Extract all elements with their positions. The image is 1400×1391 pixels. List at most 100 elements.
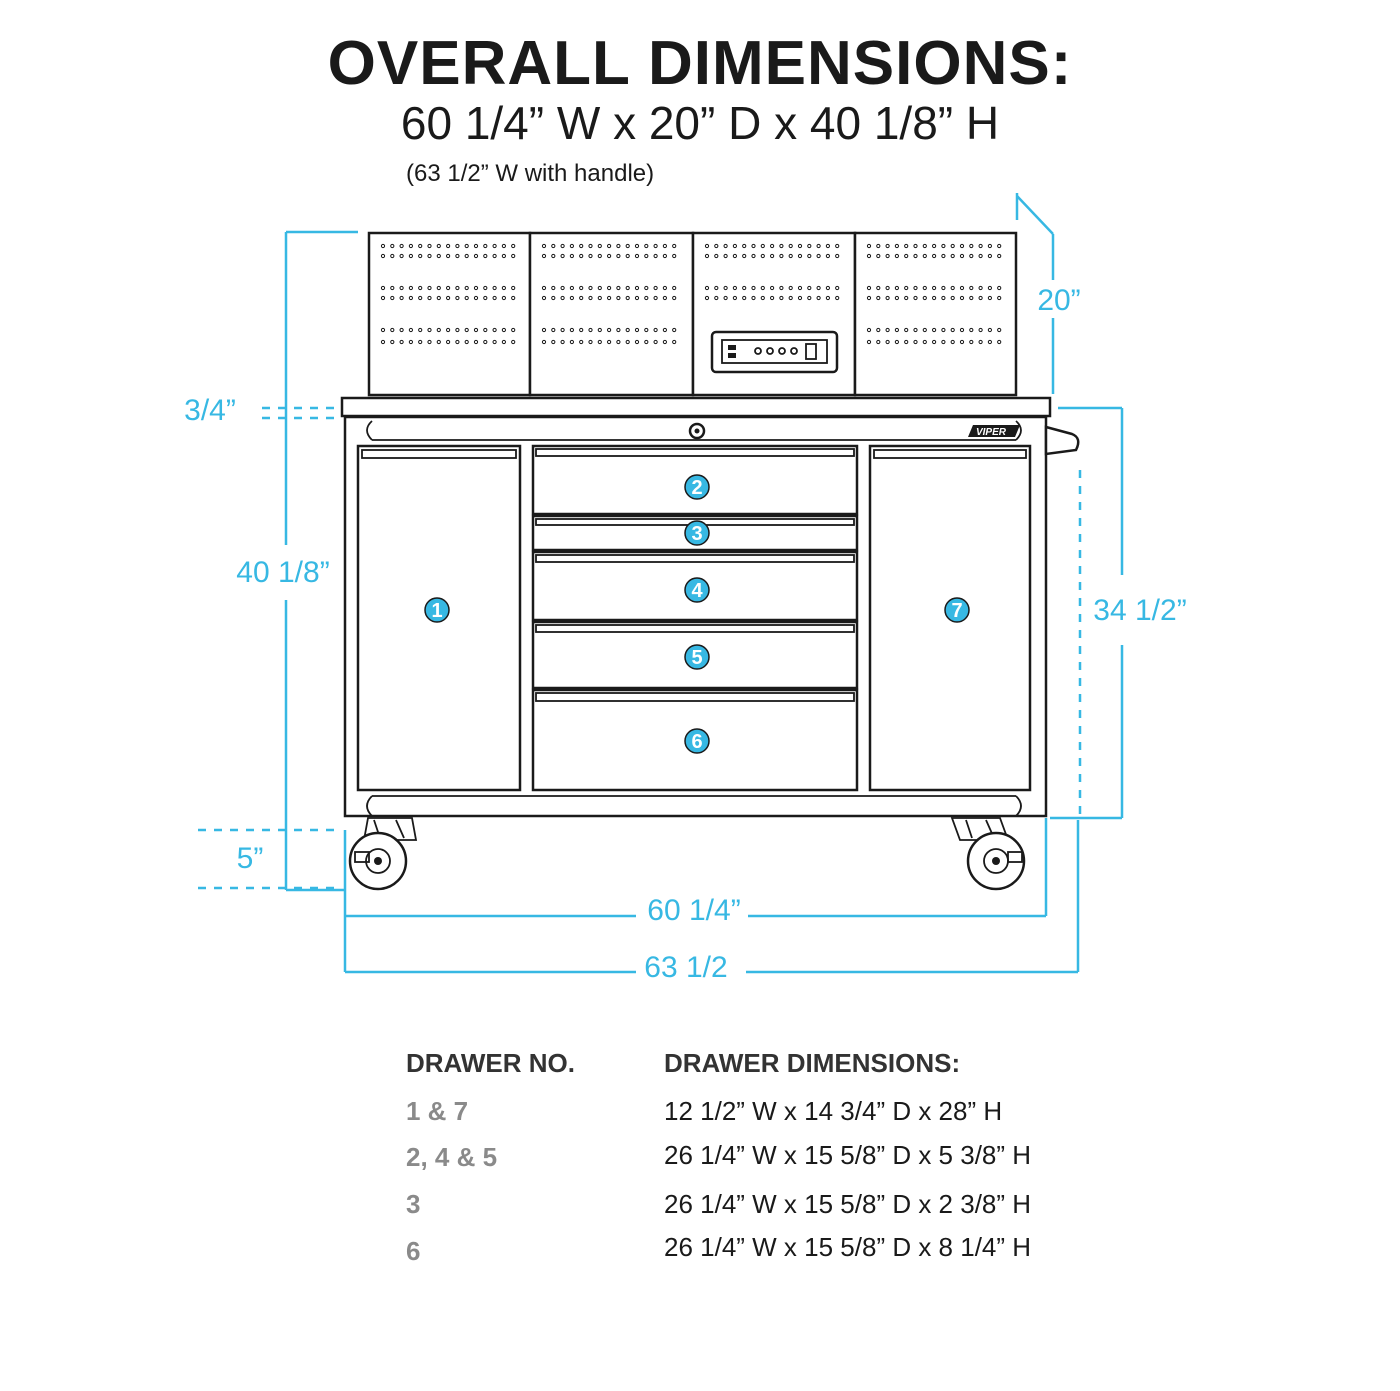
pegboard-hole bbox=[913, 327, 918, 333]
pegboard-hole bbox=[997, 285, 1002, 291]
table-row-dims: 26 1/4” W x 15 5/8” D x 2 3/8” H bbox=[664, 1189, 1032, 1219]
pegboard-hole bbox=[634, 253, 640, 259]
pegboard-hole bbox=[788, 295, 793, 301]
pegboard-hole bbox=[579, 339, 584, 345]
pegboard-hole bbox=[732, 285, 738, 291]
pegboard-hole bbox=[922, 253, 927, 259]
pegboard-hole bbox=[672, 285, 677, 291]
pegboard-hole bbox=[560, 285, 565, 291]
pegboard-hole bbox=[501, 327, 506, 333]
pegboard-hole bbox=[816, 295, 821, 301]
pegboard-hole bbox=[704, 295, 710, 301]
pegboard-hole bbox=[835, 285, 840, 291]
pegboard-panel bbox=[528, 231, 695, 397]
pegboard-hole bbox=[894, 339, 900, 345]
pegboard-hole bbox=[913, 253, 918, 259]
pegboard-hole bbox=[751, 243, 756, 249]
pegboard-hole bbox=[662, 285, 668, 291]
pegboard-hole bbox=[455, 327, 460, 333]
pegboard-hole bbox=[913, 295, 918, 301]
pegboard-hole bbox=[455, 243, 460, 249]
pegboard-hole bbox=[969, 253, 974, 259]
pegboard-hole bbox=[950, 285, 955, 291]
pegboard-hole bbox=[511, 295, 516, 301]
pegboard-hole bbox=[959, 253, 965, 259]
pegboard-hole bbox=[446, 285, 451, 291]
pegboard-holes bbox=[380, 243, 1002, 345]
svg-text:3: 3 bbox=[691, 523, 702, 545]
pegboard-hole bbox=[866, 243, 872, 249]
pegboard-hole bbox=[634, 327, 640, 333]
pegboard-hole bbox=[597, 339, 602, 345]
pegboard-hole bbox=[644, 295, 649, 301]
table-row-dims: 26 1/4” W x 15 5/8” D x 8 1/4” H bbox=[664, 1232, 1032, 1262]
pegboard-hole bbox=[644, 243, 649, 249]
pegboard-hole bbox=[672, 243, 677, 249]
pegboard-hole bbox=[894, 243, 900, 249]
pegboard-hole bbox=[607, 253, 612, 259]
pegboard-hole bbox=[662, 243, 668, 249]
pegboard-hole bbox=[779, 253, 784, 259]
table-row-dims: 26 1/4” W x 15 5/8” D x 5 3/8” H bbox=[664, 1140, 1032, 1170]
pegboard-hole bbox=[380, 253, 386, 259]
dim-caster-height: 5” bbox=[198, 828, 340, 890]
pegboard-hole bbox=[588, 327, 593, 333]
pegboard-hole bbox=[597, 285, 602, 291]
pegboard-hole bbox=[876, 243, 881, 249]
pegboard-hole bbox=[904, 339, 909, 345]
pegboard-hole bbox=[653, 339, 658, 345]
power-strip bbox=[710, 330, 839, 374]
pegboard-hole bbox=[616, 295, 621, 301]
pegboard-hole bbox=[904, 253, 909, 259]
pegboard-hole bbox=[987, 339, 993, 345]
pegboard-hole bbox=[751, 285, 756, 291]
pegboard-hole bbox=[835, 243, 840, 249]
pegboard-hole bbox=[644, 285, 649, 291]
pegboard-hole bbox=[662, 253, 668, 259]
pegboard-hole bbox=[770, 285, 775, 291]
pegboard-panel bbox=[853, 231, 1018, 397]
pegboard-hole bbox=[569, 295, 575, 301]
pegboard-hole bbox=[770, 295, 775, 301]
power-strip-outlets bbox=[721, 339, 828, 364]
pegboard-hole bbox=[969, 285, 974, 291]
pegboard-hole bbox=[779, 295, 784, 301]
pegboard-hole bbox=[551, 339, 556, 345]
pegboard-hole bbox=[825, 295, 831, 301]
pegboard-hole bbox=[408, 295, 413, 301]
pegboard-hole bbox=[969, 243, 974, 249]
pegboard-hole bbox=[714, 253, 719, 259]
power-strip-switch bbox=[728, 353, 736, 358]
pegboard-hole bbox=[464, 327, 469, 333]
pegboard-hole bbox=[625, 253, 630, 259]
pegboard-hole bbox=[408, 285, 413, 291]
pegboard-hole bbox=[607, 295, 612, 301]
pegboard-hole bbox=[607, 327, 612, 333]
pegboard-hole bbox=[455, 339, 460, 345]
pegboard-hole bbox=[987, 327, 993, 333]
pegboard-hole bbox=[866, 253, 872, 259]
pegboard-hole bbox=[904, 285, 909, 291]
pegboard-hole bbox=[569, 327, 575, 333]
pegboard-hole bbox=[797, 243, 803, 249]
pegboard-hole bbox=[436, 243, 441, 249]
pegboard-hole bbox=[541, 295, 547, 301]
pegboard-hole bbox=[662, 295, 668, 301]
pegboard-hole bbox=[825, 243, 831, 249]
pegboard-hole bbox=[446, 327, 451, 333]
pegboard-hole bbox=[473, 327, 479, 333]
pegboard-hole bbox=[579, 285, 584, 291]
pegboard-hole bbox=[723, 243, 728, 249]
pegboard-hole bbox=[959, 295, 965, 301]
pegboard-hole bbox=[788, 285, 793, 291]
handle-width-note: (63 1/2” W with handle) bbox=[406, 160, 655, 187]
pegboard-hole bbox=[483, 295, 488, 301]
pegboard-hole bbox=[579, 253, 584, 259]
pegboard-hole bbox=[760, 253, 765, 259]
pegboard-hole bbox=[932, 253, 937, 259]
pegboard-hole bbox=[380, 285, 386, 291]
pegboard-hole bbox=[913, 285, 918, 291]
pegboard-hole bbox=[742, 295, 747, 301]
pegboard-hole bbox=[446, 295, 451, 301]
pegboard-hole bbox=[569, 253, 575, 259]
